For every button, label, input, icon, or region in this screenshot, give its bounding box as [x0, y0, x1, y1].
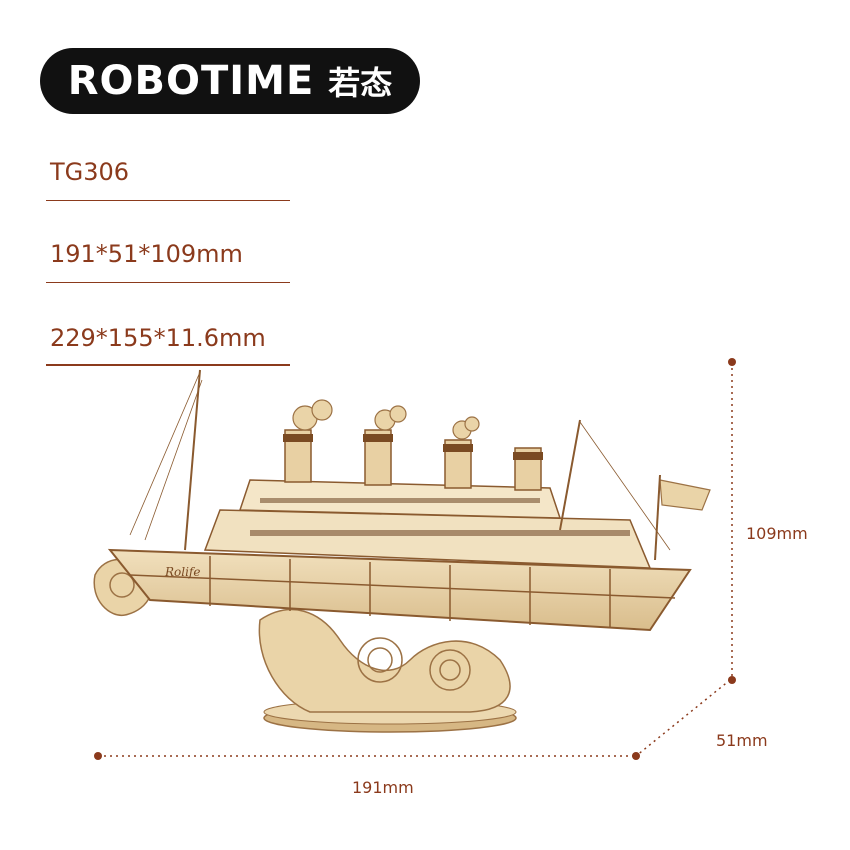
depth-label: 51mm	[716, 731, 768, 750]
spec-sheet-size: 229*155*11.6mm	[50, 324, 266, 352]
width-label: 191mm	[352, 778, 414, 797]
spec-divider	[46, 282, 290, 283]
ship-engraving: Rolife	[164, 565, 200, 579]
spec-assembled-size: 191*51*109mm	[50, 240, 243, 268]
brand-logo: ROBOTIME 若态	[40, 48, 420, 114]
brand-name-cn: 若态	[328, 64, 393, 102]
spec-divider	[46, 200, 290, 201]
height-label: 109mm	[746, 524, 808, 543]
brand-name: ROBOTIME	[67, 58, 315, 104]
ship-model-image: Rolife	[93, 369, 711, 733]
spec-divider	[46, 364, 290, 366]
spec-model: TG306	[50, 158, 130, 186]
